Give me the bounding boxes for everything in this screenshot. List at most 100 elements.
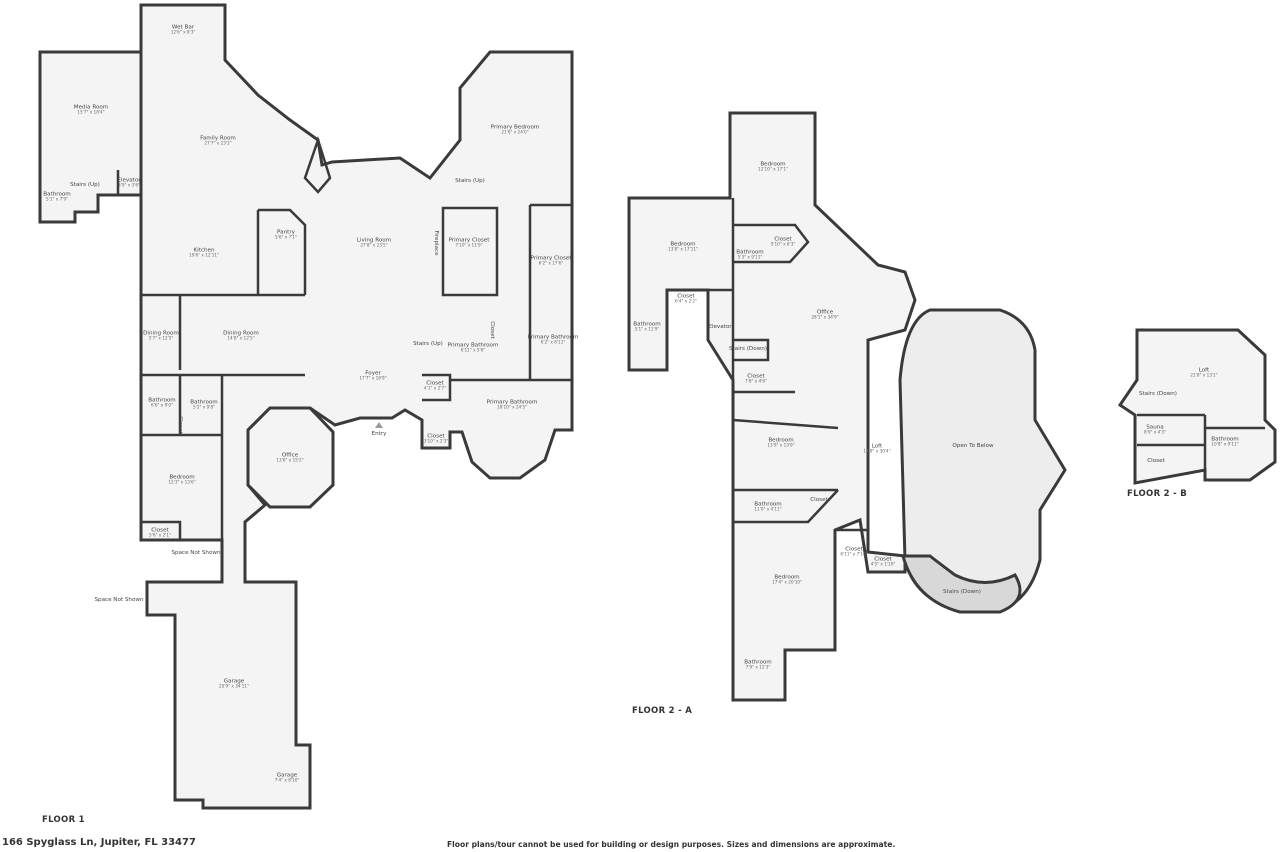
room-name: Media Room [73,104,109,111]
room-dimensions: 3'10" x 2'3" [423,438,449,444]
room-name: Bathroom [744,659,772,666]
room-name: Primary Bathroom [447,342,499,349]
room-name: Closet [151,527,169,534]
room-dimensions: 5'10" x 6'3" [770,241,796,247]
room-dimensions: 5'6" x 7'1" [275,234,297,240]
room-name: Foyer [365,370,381,377]
room-dimensions: 12'10" x 17'1" [758,166,788,172]
disclaimer: Floor plans/tour cannot be used for buil… [447,840,896,849]
room-name: Living Room [356,237,392,244]
room-dimensions: 6'4" x 2'2" [675,298,697,304]
room-name: Primary Bathroom [527,334,579,341]
room-name: Bathroom [736,249,764,256]
room-name: Stairs (Up) [413,340,443,347]
room-dimensions: 12'6" x 8'3" [170,29,196,35]
room-name: Kitchen [193,247,215,254]
room-name: Closet [874,556,892,563]
room-dimensions: 25'9" x 34'11" [219,683,249,689]
room-name: Open To Below [952,442,994,449]
room-name: Closet [677,293,695,300]
room-name: Loft [871,443,883,450]
room-name: Bathroom [148,397,176,404]
room-label: Closet [810,497,827,503]
room-name: Primary Bedroom [490,124,540,131]
room-dimensions: 27'8" x 23'5" [360,242,388,248]
floor1-office [246,406,335,509]
room-dimensions: 7'4" x 8'10" [274,777,300,783]
room-name: Elevator [117,177,141,184]
room-label: Space Not Shown [94,597,143,603]
room-dimensions: 28'1" x 34'9" [811,314,839,320]
interior-walls-floor2b [1137,413,1265,480]
room-label: Open To Below [952,443,993,449]
room-name: Bathroom [754,501,782,508]
room-name: Elevator [708,323,732,330]
room-dimensions: 19'6" x 12'11" [189,252,219,258]
floor1-label: FLOOR 1 [42,815,85,825]
room-name: Loft [1198,367,1210,374]
room-name: Primary Closet [530,255,572,262]
room-dimensions: 4'5" x 1'10" [870,561,896,567]
room-name: Closet [747,373,765,380]
room-dimensions: 5'6" x 2'1" [149,532,171,538]
room-label: Stairs (Down) [1139,391,1177,397]
room-name: Bedroom [768,437,794,444]
room-label: Elevator [708,324,731,330]
room-name: Space Not Shown [94,596,144,603]
room-name: Stairs (Down) [729,345,767,352]
room-dimensions: 6'2" x 6'11" [540,339,566,345]
room-dimensions: 17'7" x 18'9" [359,375,387,381]
room-label: Space Not Shown [171,550,220,556]
room-name: Closet [489,321,496,339]
room-dimensions: 13'8" x 15'2" [276,457,304,463]
room-name: Garage [276,772,298,779]
room-label: Stairs (Up) [413,341,443,347]
room-dimensions: 21'8" x 13'1" [1190,372,1218,378]
room-name: Primary Bathroom [486,399,538,406]
room-name: Space Not Shown [171,549,221,556]
room-dimensions: 21'6" x 24'0" [501,129,529,135]
floor2a-label: FLOOR 2 - A [632,706,693,716]
room-label: Stairs (Down) [943,589,981,595]
room-name: Bathroom [633,321,661,328]
room-dimensions: 7'9" x 12'3" [745,664,771,670]
room-label: Closet [177,416,183,433]
room-dimensions: 17'4" x 20'10" [772,579,802,585]
room-name: Stairs (Up) [455,177,485,184]
room-dimensions: 11'0" x 4'11" [754,506,782,512]
room-name: Bedroom [169,474,195,481]
room-label: Stairs (Down) [729,346,767,352]
floor2b-label: FLOOR 2 - B [1127,489,1188,499]
room-name: Office [281,452,299,459]
interior-walls-floor2a [708,198,868,532]
room-name: Stairs (Down) [1139,390,1177,397]
room-label: Stairs (Up) [70,182,100,188]
room-name: Bedroom [670,241,696,248]
room-name: Pantry [277,229,295,236]
room-dimensions: 6'11" x 5'6" [460,347,486,353]
